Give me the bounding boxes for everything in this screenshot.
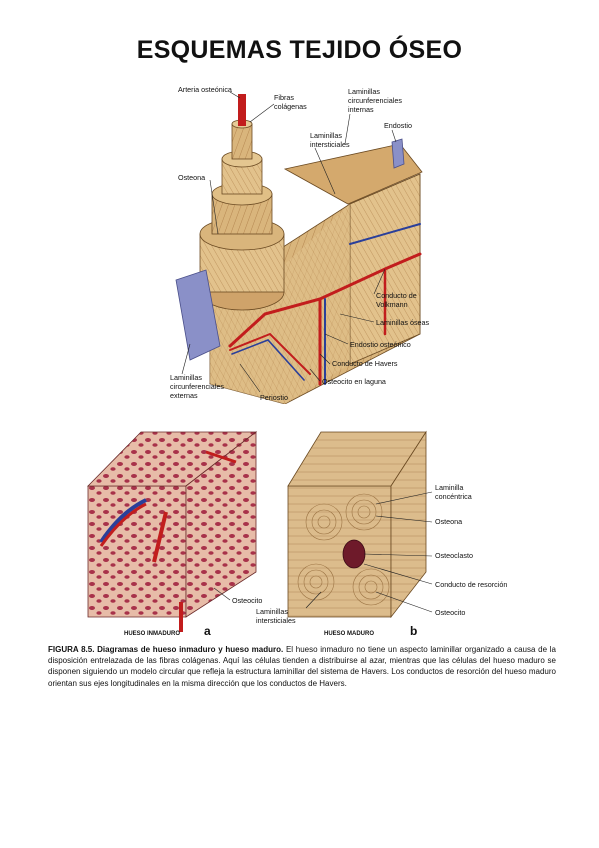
figure-caption: FIGURA 8.5. Diagramas de hueso inmaduro … bbox=[48, 644, 556, 689]
figure-caption-title: FIGURA 8.5. Diagramas de hueso inmaduro … bbox=[48, 645, 284, 654]
leader-osteocito-a bbox=[213, 587, 231, 601]
label-osteoclasto: Osteoclasto bbox=[435, 551, 473, 560]
figure-caption-text: El hueso inmaduro no tiene un aspecto la… bbox=[48, 645, 556, 688]
immature-bone-block bbox=[87, 431, 258, 632]
label-lam-inter-1: Laminillas bbox=[310, 131, 342, 140]
label-conducto-havers: Conducto de Havers bbox=[332, 359, 398, 368]
label-fibras-1: Fibras bbox=[274, 93, 294, 102]
osteoclast-mark bbox=[342, 539, 366, 569]
label-lam-int-2: circunferenciales bbox=[348, 96, 402, 105]
label-fibras-2: colágenas bbox=[274, 102, 307, 111]
label-laminilla-2: concéntrica bbox=[435, 492, 472, 501]
mature-bone-block bbox=[287, 430, 427, 619]
periosteum bbox=[175, 269, 221, 361]
label-endostio-osteonico: Endostio osteónico bbox=[350, 340, 411, 349]
label-osteocito-a: Osteocito bbox=[232, 596, 262, 605]
label-lam-ext-2: circunferenciales bbox=[170, 382, 224, 391]
label-conducto-resorcion: Conducto de resorción bbox=[435, 580, 507, 589]
panel-letter-a: a bbox=[204, 624, 211, 638]
endosteum bbox=[391, 138, 405, 169]
label-osteona-b: Osteona bbox=[435, 517, 462, 526]
label-laminillas-oseas: Laminillas óseas bbox=[376, 318, 430, 327]
label-periostio: Periostio bbox=[260, 393, 288, 402]
label-endostio: Endostio bbox=[384, 121, 412, 130]
label-lam-int-3: internas bbox=[348, 105, 374, 114]
label-lam-ext-1: Laminillas bbox=[170, 373, 202, 382]
label-lam-inter-b-1: Laminillas bbox=[256, 607, 288, 616]
haversian-system-diagram: Arteria osteónica Fibras colágenas Lamin… bbox=[170, 85, 430, 404]
label-lam-inter-2: intersticiales bbox=[310, 140, 350, 149]
blood-vessels bbox=[228, 223, 422, 386]
osteon-tower bbox=[199, 94, 285, 311]
label-lam-int-1: Laminillas bbox=[348, 87, 380, 96]
leader-lines-b bbox=[305, 491, 433, 613]
panel-letter-b: b bbox=[410, 624, 417, 638]
label-osteocito-b: Osteocito bbox=[435, 608, 465, 617]
caption-hueso-inmaduro: HUESO INMADURO bbox=[124, 631, 180, 637]
label-lam-inter-b-2: intersticiales bbox=[256, 616, 296, 625]
label-volkmann-1: Conducto de bbox=[376, 291, 417, 300]
label-arteria-osteonica: Arteria osteónica bbox=[178, 85, 232, 94]
label-lam-ext-3: externas bbox=[170, 391, 198, 400]
label-osteocito-laguna: Osteocito en laguna bbox=[322, 377, 386, 386]
label-laminilla-1: Laminilla bbox=[435, 483, 463, 492]
leader-lines bbox=[181, 91, 397, 393]
label-osteona: Osteona bbox=[178, 173, 205, 182]
label-volkmann-2: Volkmann bbox=[376, 300, 408, 309]
page-title: ESQUEMAS TEJIDO ÓSEO bbox=[136, 36, 463, 64]
bone-comparison-diagram: Osteocito HUESO INMADURO a Laminilla con… bbox=[87, 430, 507, 638]
caption-hueso-maduro: HUESO MADURO bbox=[324, 631, 374, 637]
